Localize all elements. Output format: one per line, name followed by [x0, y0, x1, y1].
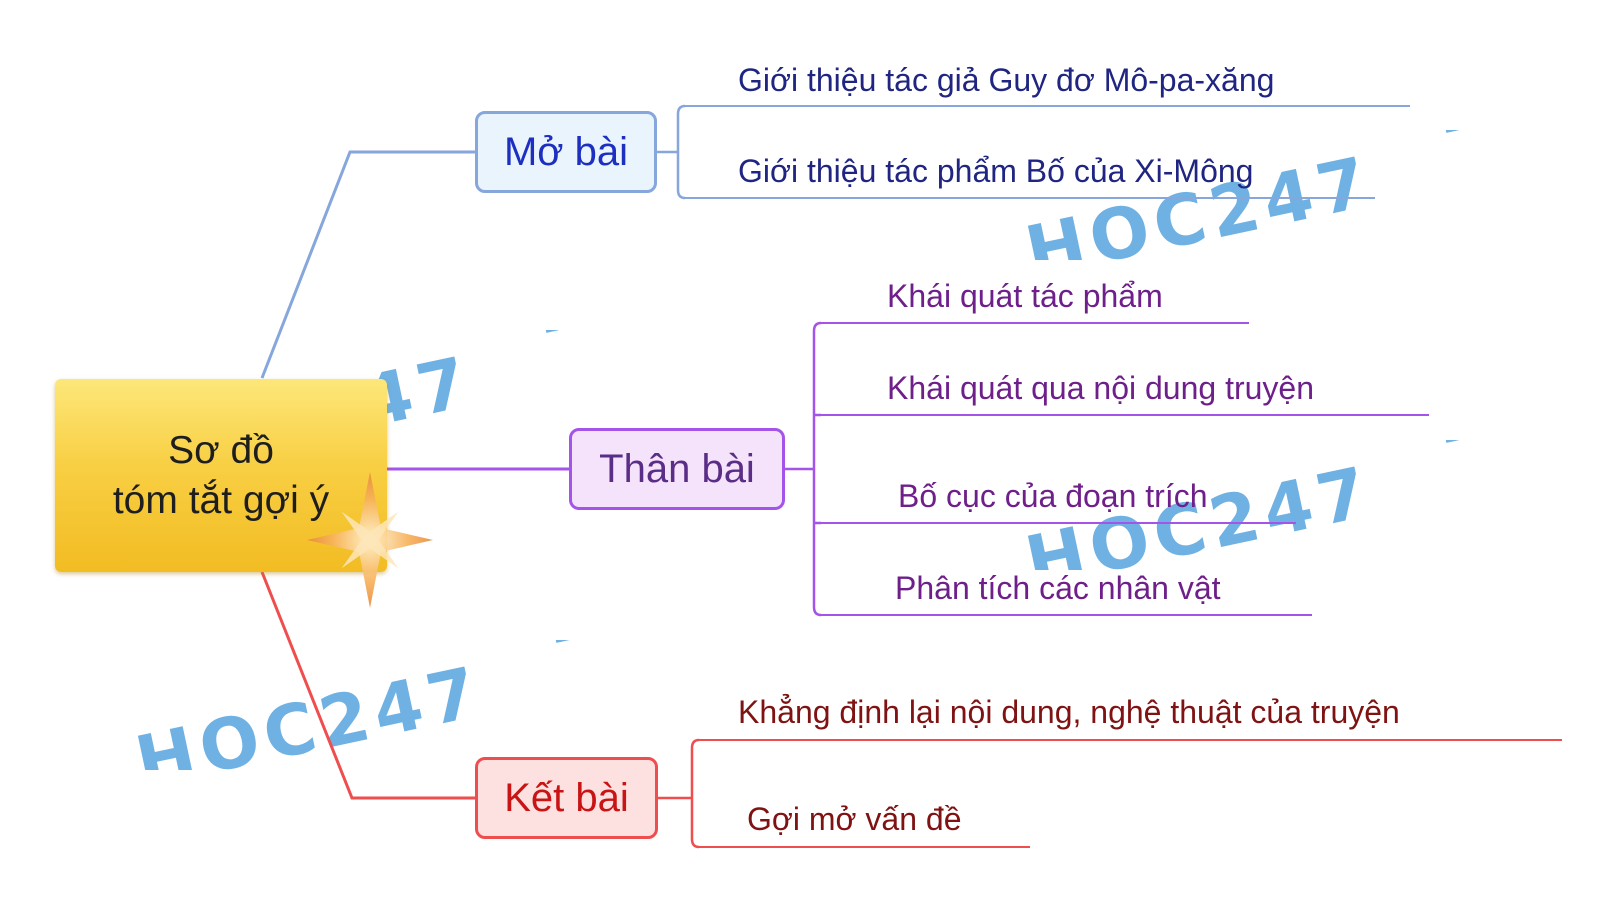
leaf-ket-bai-2: Gợi mở vấn đề — [747, 801, 962, 837]
branch-than-bai: Thân bài — [569, 428, 785, 510]
leaf-mo-bai-2: Giới thiệu tác phẩm Bố của Xi-Mông — [738, 153, 1254, 189]
connector-central-ket-bai — [260, 571, 475, 800]
connector-ket-bai-bracket — [658, 738, 700, 849]
branch-mo-bai: Mở bài — [475, 111, 657, 193]
connector-than-bai-bracket — [785, 321, 822, 617]
branch-ket-bai: Kết bài — [475, 757, 658, 839]
leaf-than-bai-1: Khái quát tác phẩm — [887, 278, 1163, 314]
leaf-mo-bai-1: Giới thiệu tác giả Guy đơ Mô-pa-xăng — [738, 62, 1275, 98]
sparkle-star-icon — [307, 472, 433, 608]
leaf-than-bai-3: Bố cục của đoạn trích — [898, 478, 1208, 514]
connector-mo-bai-bracket — [657, 104, 686, 200]
connector-central-mo-bai — [260, 150, 475, 379]
leaf-than-bai-4: Phân tích các nhân vật — [895, 570, 1221, 606]
leaf-ket-bai-1: Khẳng định lại nội dung, nghệ thuật của … — [738, 694, 1400, 730]
central-topic-line-2: tóm tắt gợi ý — [112, 478, 330, 522]
central-topic-line-1: Sơ đồ — [168, 428, 274, 472]
leaf-than-bai-2: Khái quát qua nội dung truyện — [887, 370, 1314, 406]
